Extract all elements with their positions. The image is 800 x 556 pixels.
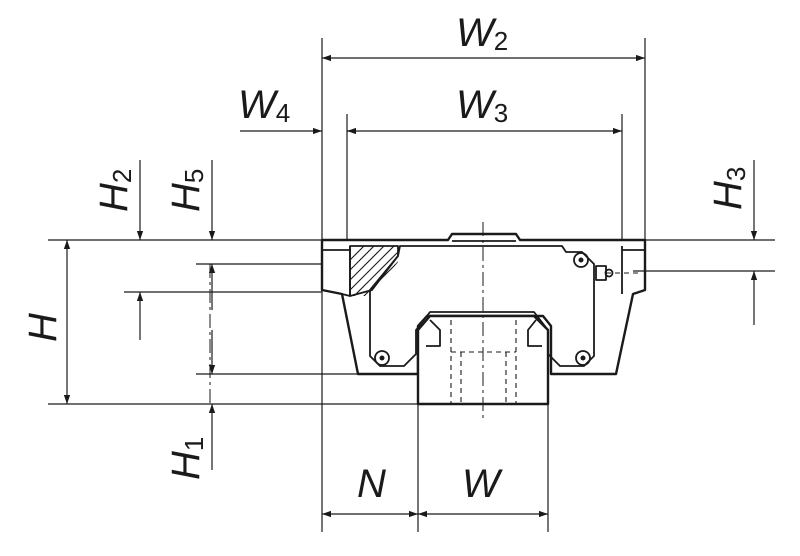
label-w: W (462, 462, 503, 506)
label-w3: W3 (456, 83, 508, 128)
label-h5: H5 (164, 169, 209, 212)
dimension-lines (63, 54, 758, 518)
extension-lines (48, 38, 775, 532)
label-w2: W2 (456, 11, 508, 56)
lube-nipple (595, 265, 640, 281)
label-h1: H1 (164, 437, 209, 480)
label-h: H (21, 313, 65, 342)
label-h2: H2 (92, 169, 137, 212)
label-w4: W4 (238, 83, 290, 128)
bolt-circles (374, 252, 591, 366)
label-n: N (357, 462, 386, 506)
label-h3: H3 (706, 167, 751, 210)
